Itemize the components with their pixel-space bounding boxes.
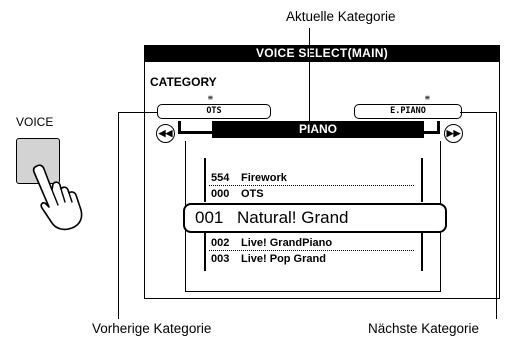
right-bracket-horizontal — [424, 131, 440, 134]
list-scroll-left-top — [204, 158, 206, 202]
current-category-bar: PIANO — [212, 121, 424, 138]
leader-prev-vertical — [118, 112, 119, 319]
pointing-hand-icon — [32, 164, 83, 231]
right-bracket-vertical — [437, 121, 440, 133]
leader-next-vertical — [496, 112, 497, 319]
callout-current-category: Aktuelle Kategorie — [286, 9, 396, 24]
category-heading: CATEGORY — [150, 75, 217, 89]
callout-next-category: Nächste Kategorie — [368, 321, 480, 336]
prev-category-box: OTS — [157, 104, 271, 119]
prev-marker: ≡ — [208, 93, 213, 102]
row-separator — [209, 250, 414, 251]
left-bracket-horizontal — [178, 131, 212, 134]
list-scroll-left-bottom — [204, 231, 206, 271]
callout-previous-category: Vorherige Kategorie — [92, 321, 212, 336]
fast-forward-icon[interactable]: ▶▶ — [444, 124, 463, 143]
next-category-box: E.PIANO — [354, 104, 462, 119]
screen-title-bar: VOICE SELECT(MAIN) — [144, 45, 500, 61]
next-marker: ≡ — [425, 93, 430, 102]
voice-label: VOICE — [16, 115, 54, 129]
list-scroll-right-top — [421, 158, 423, 202]
leader-next-horizontal — [460, 112, 497, 113]
rewind-icon[interactable]: ◀◀ — [156, 124, 175, 143]
row-separator — [209, 185, 414, 186]
leader-prev-horizontal — [118, 112, 158, 113]
left-bracket-vertical — [178, 121, 181, 133]
leader-current — [309, 28, 310, 122]
list-scroll-right-bottom — [421, 231, 423, 271]
